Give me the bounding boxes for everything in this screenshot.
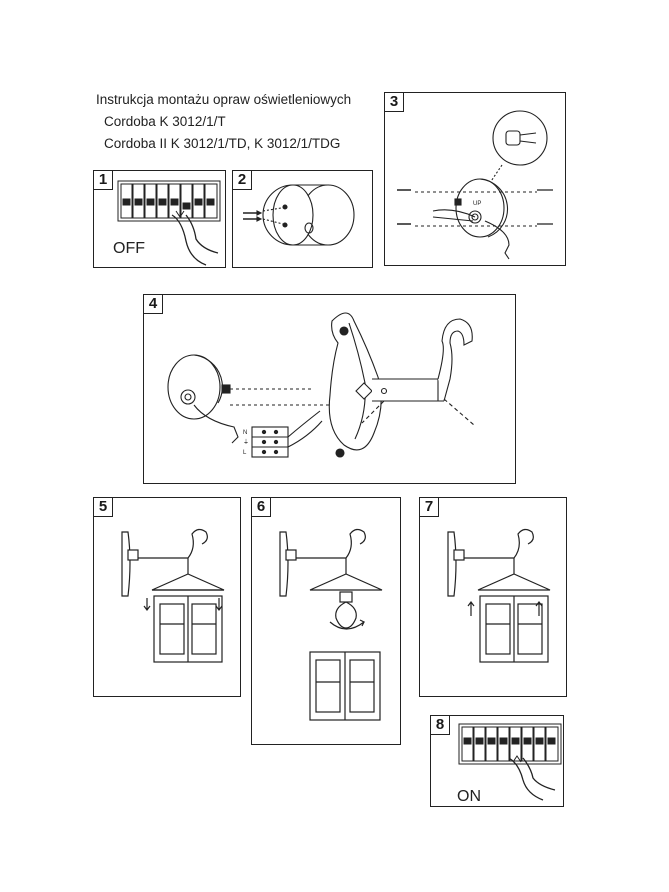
step-3-number: 3	[384, 92, 404, 112]
step-1-panel: 1 OFF	[93, 170, 226, 268]
breaker-switch-on-illustration	[458, 723, 562, 801]
mounting-base-screws-illustration	[243, 184, 355, 246]
step-1-number: 1	[93, 170, 113, 190]
title-line-2: Cordoba K 3012/1/T	[104, 114, 226, 129]
up-marking: UP	[473, 201, 481, 207]
step-7-number: 7	[419, 497, 439, 517]
step-5-number: 5	[93, 497, 113, 517]
step-6-panel: 6	[251, 497, 401, 745]
lantern-secure-illustration	[447, 528, 551, 663]
bulb-install-illustration	[279, 528, 383, 721]
step-3-panel: UP 3	[384, 92, 566, 266]
breaker-switch-off-illustration	[117, 180, 221, 266]
terminal-label-ground: ⏚	[243, 439, 249, 446]
step-7-panel: 7	[419, 497, 567, 697]
on-label: ON	[457, 788, 481, 805]
off-label: OFF	[113, 240, 145, 257]
step-2-number: 2	[232, 170, 252, 190]
terminal-label-l: L	[243, 450, 247, 456]
step-4-panel: N ⏚ L 4	[143, 294, 516, 484]
title-line-3: Cordoba II K 3012/1/TD, K 3012/1/TDG	[104, 136, 341, 151]
step-4-number: 4	[143, 294, 163, 314]
step-2-panel: 2	[232, 170, 373, 268]
terminal-label-n: N	[243, 430, 247, 436]
step-5-panel: 5	[93, 497, 241, 697]
lantern-hanging-illustration	[121, 528, 225, 663]
title-line-1: Instrukcja montażu opraw oświetleniowych	[96, 92, 352, 107]
step-6-number: 6	[251, 497, 271, 517]
step-8-panel: 8 ON	[430, 715, 564, 807]
wiring-mounting-illustration: UP	[397, 110, 553, 260]
wire-connection-illustration: N ⏚ L	[167, 312, 475, 458]
step-8-number: 8	[430, 715, 450, 735]
